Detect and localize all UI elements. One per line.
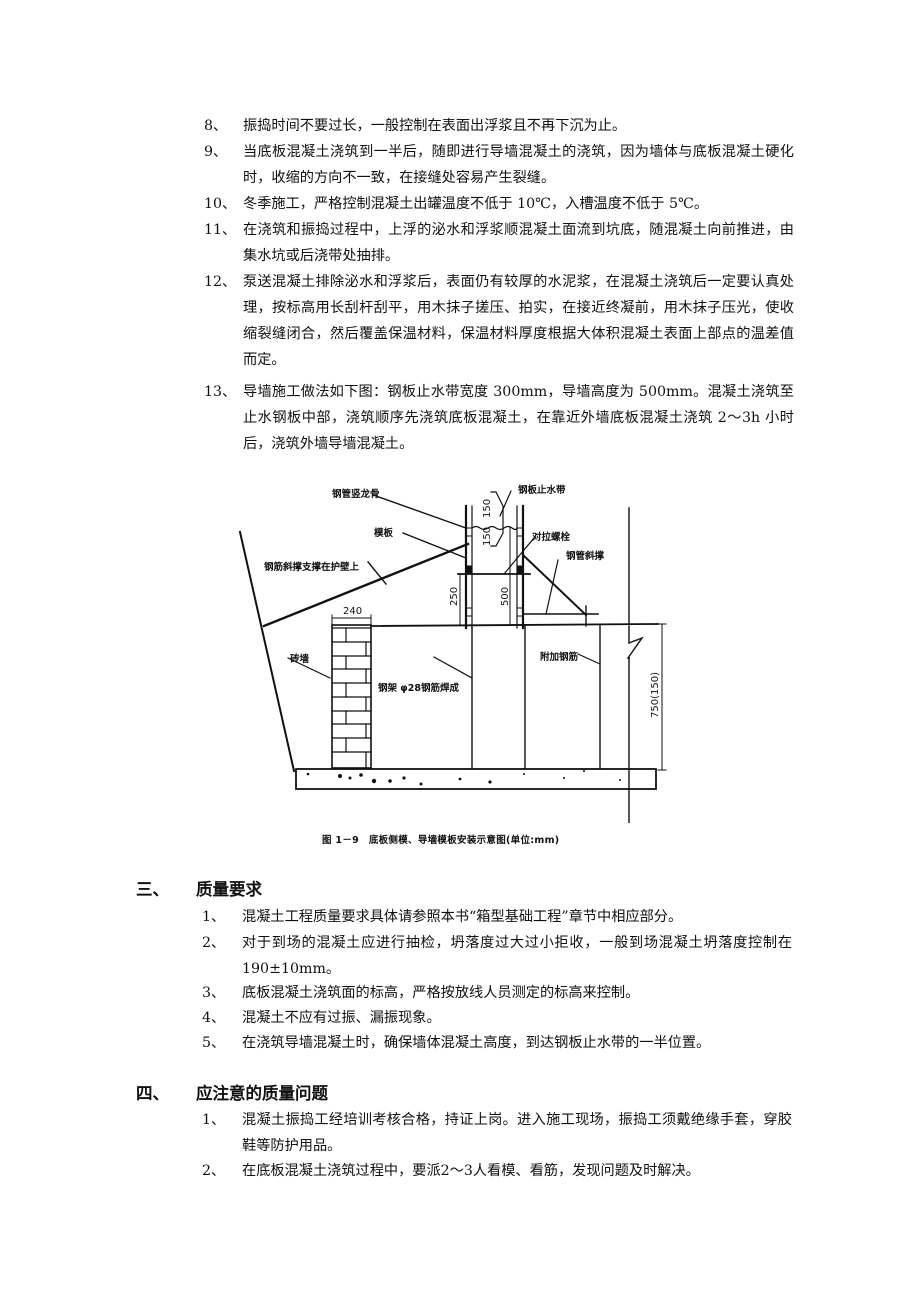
section-number: 四、 (136, 1084, 169, 1103)
item-number: 11、 (204, 222, 237, 238)
item-number: 13、 (204, 384, 237, 400)
section-number: 三、 (136, 880, 169, 899)
list-item-9: 9、 当底板混凝土浇筑到一半后，随即进行导墙混凝土的浇筑，因为墙体与底板混凝土硬… (204, 139, 794, 191)
label-additional-rebar: 附加钢筋 (540, 651, 579, 663)
item-number: 9、 (204, 144, 228, 160)
item-text: 混凝土振捣工经培训考核合格，持证上岗。进入施工现场，振捣工须戴绝缘手套，穿胶鞋等… (242, 1112, 792, 1154)
label-steel-pipe-brace: 钢管斜撑 (566, 550, 605, 562)
dim-240: 240 (343, 606, 362, 617)
item-text: 振捣时间不要过长，一般控制在表面出浮浆且不再下沉为止。 (243, 118, 627, 134)
section-title: 应注意的质量问题 (196, 1084, 328, 1103)
list-item: 5、 在浇筑导墙混凝土时，确保墙体混凝土高度，到达钢板止水带的一半位置。 (202, 1030, 792, 1056)
item-text: 泵送混凝土排除泌水和浮浆后，表面仍有较厚的水泥浆，在混凝土浇筑后一定要认真处理，… (243, 274, 794, 368)
item-text: 底板混凝土浇筑面的标高，严格按放线人员测定的标高来控制。 (242, 985, 640, 1001)
list-item: 3、 底板混凝土浇筑面的标高，严格按放线人员测定的标高来控制。 (202, 980, 792, 1006)
brick-wall (331, 624, 372, 769)
list-item-13: 13、 导墙施工做法如下图：钢板止水带宽度 300mm，导墙高度为 500mm。… (204, 379, 794, 457)
item-text: 在浇筑导墙混凝土时，确保墙体混凝土高度，到达钢板止水带的一半位置。 (242, 1035, 711, 1051)
item-number: 8、 (204, 118, 228, 134)
dim-750: 750(150) (650, 672, 661, 718)
item-number: 2、 (202, 1163, 226, 1179)
list-item-8: 8、 振捣时间不要过长，一般控制在表面出浮浆且不再下沉为止。 (204, 113, 794, 139)
label-brick-wall: 砖墙 (290, 653, 310, 665)
section-title: 质量要求 (196, 880, 262, 899)
item-number: 1、 (202, 1112, 226, 1128)
item-number: 5、 (202, 1035, 226, 1051)
item-number: 3、 (202, 985, 226, 1001)
label-steel-waterstop: 钢板止水带 (518, 484, 566, 496)
item-text: 混凝土不应有过振、漏振现象。 (242, 1010, 441, 1026)
list-item: 1、 混凝土振捣工经培训考核合格，持证上岗。进入施工现场，振捣工须戴绝缘手套，穿… (202, 1107, 792, 1159)
list-item-10: 10、 冬季施工，严格控制混凝土出罐温度不低于 10℃，入槽温度不低于 5℃。 (204, 191, 794, 217)
item-text: 对于到场的混凝土应进行抽检，坍落度过大过小拒收，一般到场混凝土坍落度控制在190… (242, 935, 792, 977)
item-text: 当底板混凝土浇筑到一半后，随即进行导墙混凝土的浇筑，因为墙体与底板混凝土硬化时，… (243, 144, 794, 186)
list-item-12: 12、 泵送混凝土排除泌水和浮浆后，表面仍有较厚的水泥浆，在混凝土浇筑后一定要认… (204, 269, 794, 373)
item-number: 12、 (204, 274, 237, 290)
label-steel-pipe-keel: 钢管竖龙骨 (332, 488, 380, 500)
list-item: 2、 在底板混凝土浇筑过程中，要派2～3人看模、看筋，发现问题及时解决。 (202, 1158, 792, 1184)
item-text: 导墙施工做法如下图：钢板止水带宽度 300mm，导墙高度为 500mm。混凝土浇… (243, 384, 794, 452)
item-text: 混凝土工程质量要求具体请参照本书“箱型基础工程”章节中相应部分。 (242, 909, 683, 925)
list-item-11: 11、 在浇筑和振捣过程中，上浮的泌水和浮浆顺混凝土面流到坑底，随混凝土向前推进… (204, 217, 794, 269)
label-steel-frame: 钢架 φ28钢筋焊成 (378, 682, 459, 694)
dim-150-upper: 150 (482, 499, 493, 518)
list-item: 2、 对于到场的混凝土应进行抽检，坍落度过大过小拒收，一般到场混凝土坍落度控制在… (202, 930, 792, 982)
dim-150-lower: 150 (482, 527, 493, 546)
list-item: 4、 混凝土不应有过振、漏振现象。 (202, 1005, 792, 1031)
item-text: 在底板混凝土浇筑过程中，要派2～3人看模、看筋，发现问题及时解决。 (242, 1163, 700, 1179)
formwork-diagram: 钢管竖龙骨 钢板止水带 模板 对拉螺栓 钢筋斜撑支撑在护壁上 钢管斜撑 砖墙 钢… (228, 478, 678, 823)
label-rebar-brace: 钢筋斜撑支撑在护壁上 (264, 561, 360, 573)
item-number: 1、 (202, 909, 226, 925)
item-text: 在浇筑和振捣过程中，上浮的泌水和浮浆顺混凝土面流到坑底，随混凝土向前推进，由集水… (243, 222, 794, 264)
item-number: 2、 (202, 935, 226, 951)
dim-500: 500 (500, 587, 511, 606)
item-number: 4、 (202, 1010, 226, 1026)
list-item: 1、 混凝土工程质量要求具体请参照本书“箱型基础工程”章节中相应部分。 (202, 904, 792, 930)
figure-caption: 图 1－9 底板侧模、导墙模板安装示意图(单位:mm) (322, 835, 560, 846)
item-text: 冬季施工，严格控制混凝土出罐温度不低于 10℃，入槽温度不低于 5℃。 (243, 196, 709, 212)
label-tie-bolt: 对拉螺栓 (532, 531, 571, 543)
dim-250: 250 (449, 587, 460, 606)
label-formwork: 模板 (374, 527, 394, 539)
item-number: 10、 (204, 196, 237, 212)
